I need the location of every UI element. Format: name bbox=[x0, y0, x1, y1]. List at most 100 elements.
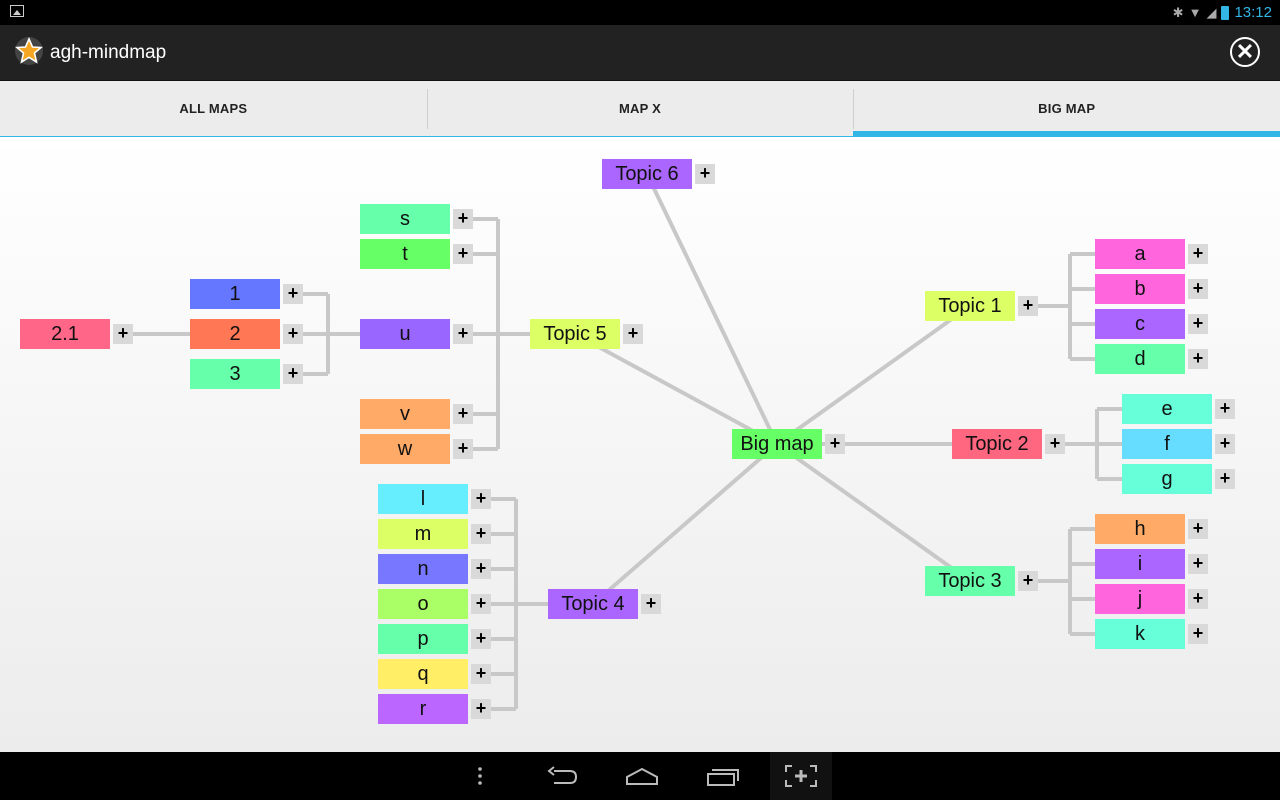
mindmap-node-u[interactable]: u bbox=[360, 319, 450, 349]
link-t3 bbox=[775, 442, 972, 583]
expand-button-d[interactable]: + bbox=[1188, 349, 1208, 369]
mindmap-node-t2[interactable]: Topic 2 bbox=[952, 429, 1042, 459]
mindmap-node-big[interactable]: Big map bbox=[732, 429, 822, 459]
mindmap-node-r[interactable]: r bbox=[378, 694, 468, 724]
expand-button-l[interactable]: + bbox=[471, 489, 491, 509]
expand-button-h[interactable]: + bbox=[1188, 519, 1208, 539]
screenshot-button[interactable] bbox=[770, 752, 832, 800]
bluetooth-icon: ✱ bbox=[1172, 4, 1184, 20]
expand-button-o[interactable]: + bbox=[471, 594, 491, 614]
expand-button-g[interactable]: + bbox=[1215, 469, 1235, 489]
back-button[interactable] bbox=[540, 752, 584, 800]
expand-button-e[interactable]: + bbox=[1215, 399, 1235, 419]
mindmap-node-n2[interactable]: 2 bbox=[190, 319, 280, 349]
expand-button-p[interactable]: + bbox=[471, 629, 491, 649]
mindmap-node-o[interactable]: o bbox=[378, 589, 468, 619]
mindmap-canvas[interactable]: Big map+Topic 1+Topic 2+Topic 3+Topic 4+… bbox=[0, 137, 1280, 752]
mindmap-node-c[interactable]: c bbox=[1095, 309, 1185, 339]
mindmap-links bbox=[133, 173, 1122, 711]
tab-bar: ALL MAPS MAP X BIG MAP bbox=[0, 81, 1280, 137]
mindmap-node-n3[interactable]: 3 bbox=[190, 359, 280, 389]
mindmap-node-j[interactable]: j bbox=[1095, 584, 1185, 614]
back-icon bbox=[547, 766, 578, 784]
mindmap-node-g[interactable]: g bbox=[1122, 464, 1212, 494]
mindmap-node-d[interactable]: d bbox=[1095, 344, 1185, 374]
expand-button-t5[interactable]: + bbox=[623, 324, 643, 344]
mindmap-node-n21[interactable]: 2.1 bbox=[20, 319, 110, 349]
gallery-notification-icon bbox=[10, 5, 24, 17]
signal-icon: ◢ bbox=[1206, 4, 1217, 20]
expand-button-a[interactable]: + bbox=[1188, 244, 1208, 264]
mindmap-node-t1[interactable]: Topic 1 bbox=[925, 291, 1015, 321]
mindmap-node-s[interactable]: s bbox=[360, 204, 450, 234]
mindmap-node-p[interactable]: p bbox=[378, 624, 468, 654]
expand-button-u[interactable]: + bbox=[453, 324, 473, 344]
battery-icon bbox=[1221, 5, 1230, 20]
expand-button-n[interactable]: + bbox=[471, 559, 491, 579]
tab-big-map[interactable]: BIG MAP bbox=[853, 81, 1280, 137]
app-star-icon[interactable] bbox=[14, 36, 44, 66]
expand-button-t3[interactable]: + bbox=[1018, 571, 1038, 591]
mindmap-node-t4[interactable]: Topic 4 bbox=[548, 589, 638, 619]
expand-button-i[interactable]: + bbox=[1188, 554, 1208, 574]
status-bar: ✱ ▼ ◢ 13:12 bbox=[0, 0, 1280, 25]
mindmap-node-m[interactable]: m bbox=[378, 519, 468, 549]
expand-button-n21[interactable]: + bbox=[113, 324, 133, 344]
tab-map-x[interactable]: MAP X bbox=[426, 81, 854, 137]
mindmap-node-t3[interactable]: Topic 3 bbox=[925, 566, 1015, 596]
mindmap-node-b[interactable]: b bbox=[1095, 274, 1185, 304]
expand-button-v[interactable]: + bbox=[453, 404, 473, 424]
mindmap-node-n1[interactable]: 1 bbox=[190, 279, 280, 309]
wifi-icon: ▼ bbox=[1188, 5, 1202, 20]
expand-button-r[interactable]: + bbox=[471, 699, 491, 719]
recents-button[interactable] bbox=[700, 752, 744, 800]
mindmap-node-t[interactable]: t bbox=[360, 239, 450, 269]
expand-button-t4[interactable]: + bbox=[641, 594, 661, 614]
menu-icon bbox=[478, 767, 482, 785]
expand-button-t2[interactable]: + bbox=[1045, 434, 1065, 454]
status-tray: ✱ ▼ ◢ 13:12 bbox=[1173, 3, 1272, 22]
expand-button-j[interactable]: + bbox=[1188, 589, 1208, 609]
navigation-bar bbox=[0, 752, 1280, 800]
mindmap-node-f[interactable]: f bbox=[1122, 429, 1212, 459]
mindmap-node-n[interactable]: n bbox=[378, 554, 468, 584]
mindmap-node-v[interactable]: v bbox=[360, 399, 450, 429]
link-t6 bbox=[645, 173, 779, 445]
expand-button-k[interactable]: + bbox=[1188, 624, 1208, 644]
mindmap-node-a[interactable]: a bbox=[1095, 239, 1185, 269]
link-t1 bbox=[775, 304, 972, 446]
expand-button-q[interactable]: + bbox=[471, 664, 491, 684]
expand-button-f[interactable]: + bbox=[1215, 434, 1235, 454]
expand-button-t[interactable]: + bbox=[453, 244, 473, 264]
expand-button-n2[interactable]: + bbox=[283, 324, 303, 344]
close-button[interactable]: ✕ bbox=[1230, 37, 1260, 67]
mindmap-node-l[interactable]: l bbox=[378, 484, 468, 514]
mindmap-node-t6[interactable]: Topic 6 bbox=[602, 159, 692, 189]
expand-button-c[interactable]: + bbox=[1188, 314, 1208, 334]
mindmap-node-e[interactable]: e bbox=[1122, 394, 1212, 424]
expand-button-n1[interactable]: + bbox=[283, 284, 303, 304]
mindmap-node-k[interactable]: k bbox=[1095, 619, 1185, 649]
mindmap-node-w[interactable]: w bbox=[360, 434, 450, 464]
recents-icon bbox=[707, 769, 739, 786]
mindmap-node-q[interactable]: q bbox=[378, 659, 468, 689]
expand-button-w[interactable]: + bbox=[453, 439, 473, 459]
home-button[interactable] bbox=[620, 752, 664, 800]
action-bar: agh-mindmap bbox=[0, 25, 1280, 81]
mindmap-node-i[interactable]: i bbox=[1095, 549, 1185, 579]
expand-button-m[interactable]: + bbox=[471, 524, 491, 544]
app-title: agh-mindmap bbox=[50, 42, 167, 63]
expand-button-t1[interactable]: + bbox=[1018, 296, 1038, 316]
home-icon bbox=[626, 767, 658, 785]
expand-button-t6[interactable]: + bbox=[695, 164, 715, 184]
expand-button-s[interactable]: + bbox=[453, 209, 473, 229]
menu-button[interactable] bbox=[466, 752, 494, 800]
screenshot-icon bbox=[785, 765, 817, 787]
link-t5 bbox=[574, 332, 778, 446]
expand-button-big[interactable]: + bbox=[825, 434, 845, 454]
tab-all-maps[interactable]: ALL MAPS bbox=[0, 81, 427, 137]
expand-button-b[interactable]: + bbox=[1188, 279, 1208, 299]
mindmap-node-h[interactable]: h bbox=[1095, 514, 1185, 544]
expand-button-n3[interactable]: + bbox=[283, 364, 303, 384]
mindmap-node-t5[interactable]: Topic 5 bbox=[530, 319, 620, 349]
